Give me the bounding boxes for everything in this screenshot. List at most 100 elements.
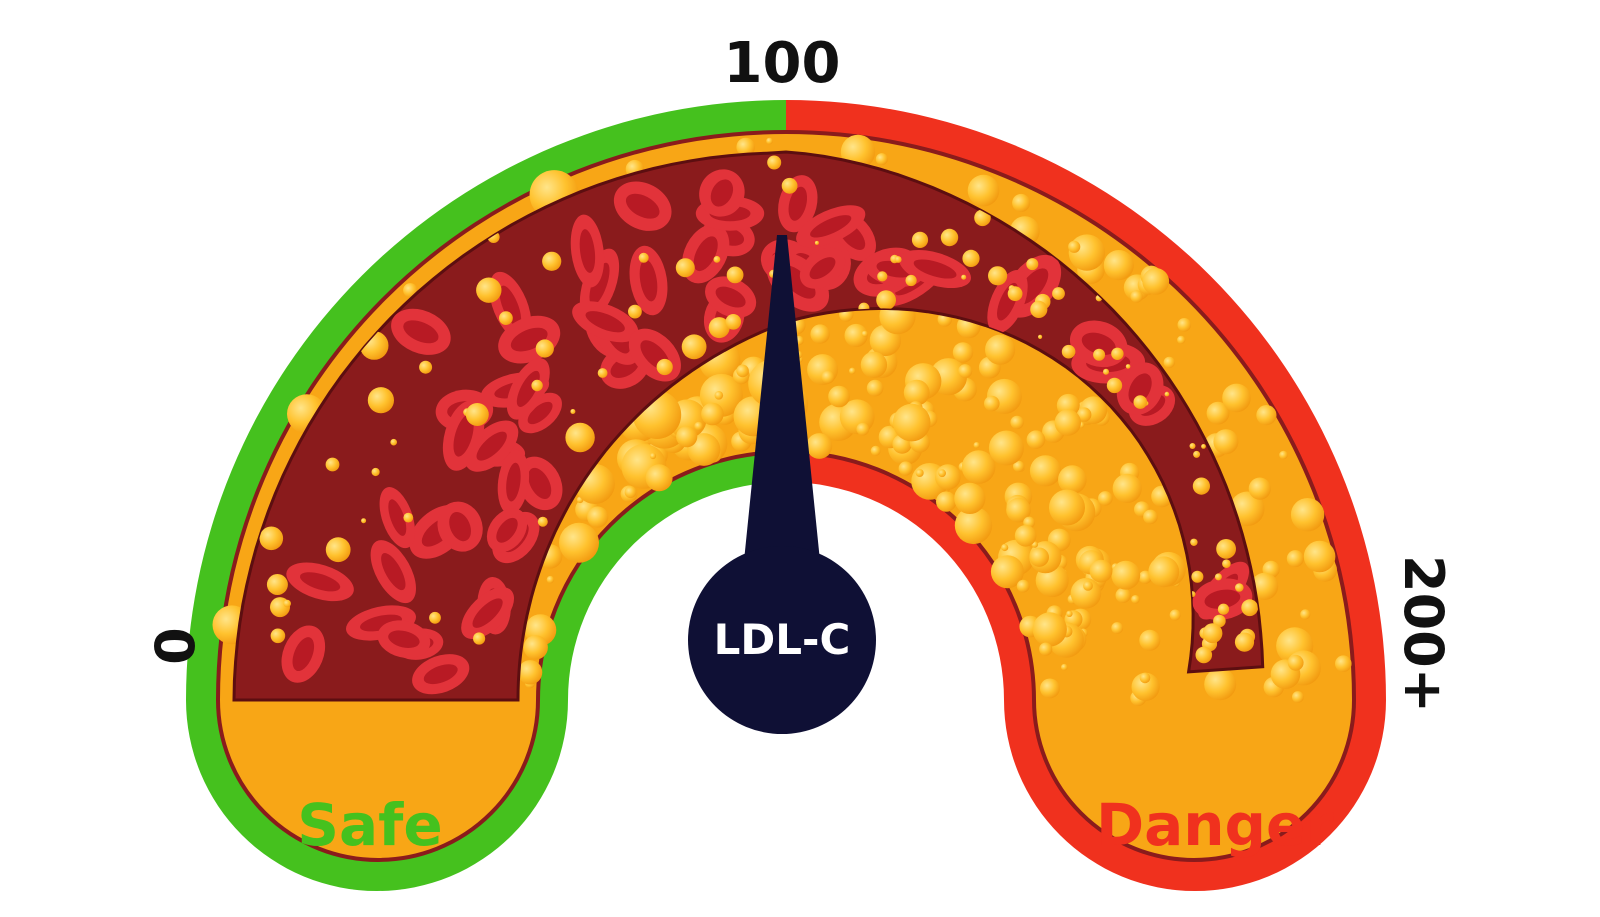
plaque-bubble [1016,579,1030,593]
fat-bubble [537,516,548,527]
red-blood-cell [796,205,866,248]
lumen-fat-bubbles [259,155,1259,664]
fat-bubble [1007,286,1023,302]
fat-bubble [476,277,502,303]
fat-bubble [911,231,929,248]
plaque-bubble [1111,622,1124,634]
plaque-bubble [649,452,657,460]
plaque-bubble [1204,668,1237,701]
gauge-mid-label: 100 [724,31,841,96]
plaque-bubble [1177,318,1192,332]
red-blood-cell [461,587,515,640]
fat-bubble [570,409,576,414]
fat-bubble [940,228,959,247]
plaque-bubble [1251,572,1279,600]
plaque-bubble [1256,405,1277,426]
gauge-center-label: LDL-C [714,615,851,664]
needle-pointer [736,235,828,640]
fat-bubble [1214,573,1222,581]
plaque-bubble [1112,473,1142,503]
plaque-bubble [1143,509,1158,525]
plaque-bubble [1139,672,1151,684]
fat-bubble [1103,368,1109,375]
fat-bubble [1164,391,1170,397]
fat-bubble [988,266,1008,286]
fat-bubble [708,317,730,339]
fat-bubble [681,334,707,360]
plaque-bubble [714,391,724,400]
fat-bubble [1216,539,1236,559]
plaque-bubble [1222,383,1251,413]
needle [688,235,876,734]
fat-bubble [1038,334,1043,339]
fat-bubble [726,266,744,284]
fat-bubble [628,304,642,319]
red-blood-cell [799,247,846,289]
fat-bubble [499,311,513,325]
plaque-bubble [694,421,704,431]
plaque-bubble [806,433,833,459]
plaque-bubble [1068,240,1081,253]
plaque-bubble [1131,672,1160,702]
red-blood-cell [497,449,530,515]
plaque-bubble [866,379,884,397]
fat-bubble [371,467,380,477]
fat-bubble [1052,287,1065,300]
plaque-bubble [624,486,637,499]
plaque-bubble [821,370,835,384]
plaque-bubble [1300,609,1311,620]
plaque-bubble [1026,430,1046,450]
plaque-bubble [958,364,973,379]
fat-bubble [1106,377,1123,394]
fat-bubble [270,628,286,644]
plaque-bubble [676,426,698,448]
plaque-bubble [517,660,543,685]
fat-bubble [325,457,340,472]
plaque-bubble [1029,547,1050,567]
plaque-bubble [1286,550,1304,568]
plaque-bubble [1089,559,1113,583]
plaque-bubble [954,506,993,545]
red-blood-cell [613,181,672,231]
plaque-bubble [1177,335,1186,344]
fat-bubble [767,155,782,170]
plaque-bubble [961,450,996,484]
fat-bubble [597,368,608,378]
plaque-bubble [1049,489,1085,526]
fat-bubble [1125,364,1131,369]
fat-bubble [419,360,433,374]
plaque-bubble [844,323,868,348]
plaque-bubble [990,555,1024,589]
plaque-bubble [587,506,609,528]
fat-bubble [1190,538,1198,546]
plaque-bubble [1206,401,1230,425]
plaque-bubble [1032,612,1067,647]
plaque-bubble [546,575,555,584]
plaque-bubble [903,379,930,406]
fat-bubble [390,438,398,446]
fat-bubble [1234,632,1255,652]
plaque-bubble [1070,578,1102,609]
fat-bubble [725,314,742,330]
plaque-bubble [1039,642,1053,656]
red-blood-cell [286,562,354,602]
plaque-bubble [1012,193,1031,212]
plaque-bubble [1083,581,1093,591]
fat-bubble [266,574,288,595]
plaque-bubble [1290,498,1325,532]
plaque-bubble [988,430,1024,466]
plaque-bubble [1213,429,1239,455]
plaque-bubble [1058,465,1087,494]
plaque-bubble [559,522,599,563]
fat-bubble [1192,477,1210,495]
plaque-bubble [1111,560,1141,590]
plaque-bubble [1098,491,1113,506]
plaque-bubble [736,137,755,157]
plaque-bubble [1040,678,1060,699]
plaque-bubble [523,635,548,660]
plaque-bubble [1292,691,1304,703]
fat-bubble [429,611,441,624]
safe-zone-label: Safe [297,791,442,859]
fat-bubble [1195,646,1213,664]
plaque-bubble [1006,497,1031,523]
